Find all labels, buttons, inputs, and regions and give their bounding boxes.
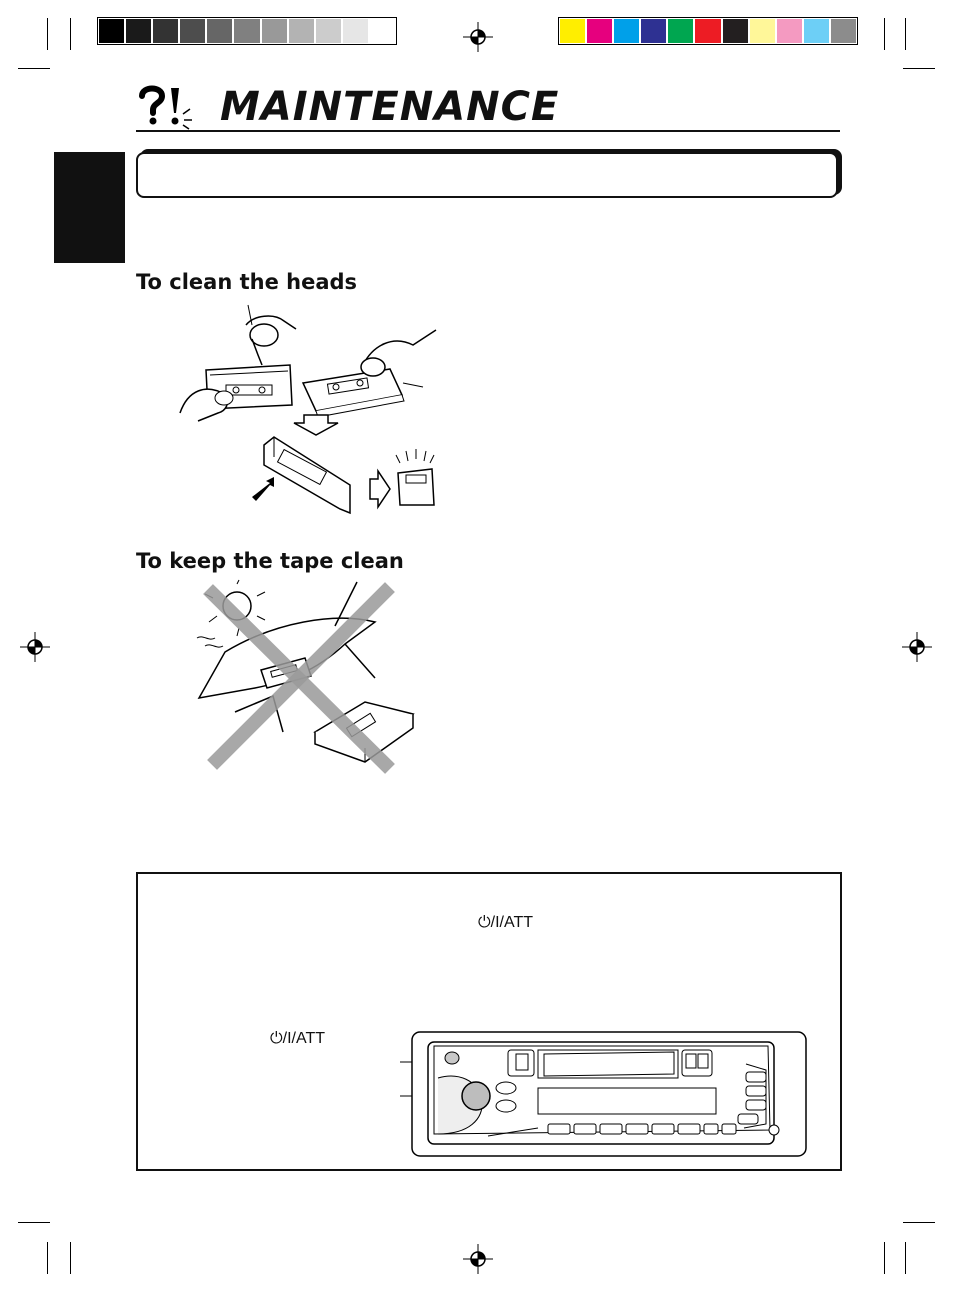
gray-swatch <box>342 19 368 43</box>
crop-mark <box>18 1222 50 1223</box>
registration-mark-icon <box>902 632 932 662</box>
color-swatch <box>587 19 613 43</box>
crop-mark <box>903 68 935 69</box>
language-tab <box>54 152 125 263</box>
crop-mark <box>903 1222 935 1223</box>
color-swatch <box>641 19 667 43</box>
gray-swatch <box>234 19 260 43</box>
gray-swatch <box>153 19 179 43</box>
cleaning-cassette-illustration <box>179 304 437 515</box>
crop-mark <box>70 1242 71 1274</box>
crop-mark <box>884 18 885 50</box>
page-title: MAINTENANCE <box>220 84 560 130</box>
gray-swatch <box>207 19 233 43</box>
grayscale-calibration-bar <box>97 17 397 45</box>
gray-swatch <box>126 19 152 43</box>
crop-mark <box>70 18 71 50</box>
gray-swatch <box>288 19 314 43</box>
gray-swatch <box>315 19 341 43</box>
registration-mark-icon <box>463 1244 493 1274</box>
color-swatch <box>695 19 721 43</box>
car-stereo-unit-illustration <box>400 1031 807 1157</box>
color-calibration-bar <box>558 17 858 45</box>
crop-mark <box>905 1242 906 1274</box>
crop-mark <box>884 1242 885 1274</box>
tape-storage-warning-illustration <box>196 579 415 774</box>
heading-clean-heads: To clean the heads <box>136 270 358 294</box>
att-button-label: ⏻/I/ATT <box>270 1030 326 1047</box>
att-button-label: ⏻/I/ATT <box>478 914 534 931</box>
gray-swatch <box>180 19 206 43</box>
color-swatch <box>803 19 829 43</box>
gray-swatch <box>261 19 287 43</box>
color-swatch <box>560 19 586 43</box>
color-swatch <box>776 19 802 43</box>
gray-swatch <box>369 19 395 43</box>
section-banner <box>136 152 838 198</box>
color-swatch <box>614 19 640 43</box>
title-rule <box>136 130 840 132</box>
gray-swatch <box>99 19 125 43</box>
registration-mark-icon <box>20 632 50 662</box>
crop-mark <box>47 1242 48 1274</box>
crop-mark <box>18 68 50 69</box>
color-swatch <box>722 19 748 43</box>
color-swatch <box>749 19 775 43</box>
heading-keep-tape-clean: To keep the tape clean <box>136 549 404 573</box>
crop-mark <box>47 18 48 50</box>
registration-mark-icon <box>463 22 493 52</box>
crop-mark <box>905 18 906 50</box>
color-swatch <box>830 19 856 43</box>
color-swatch <box>668 19 694 43</box>
question-exclamation-icon <box>139 85 192 130</box>
